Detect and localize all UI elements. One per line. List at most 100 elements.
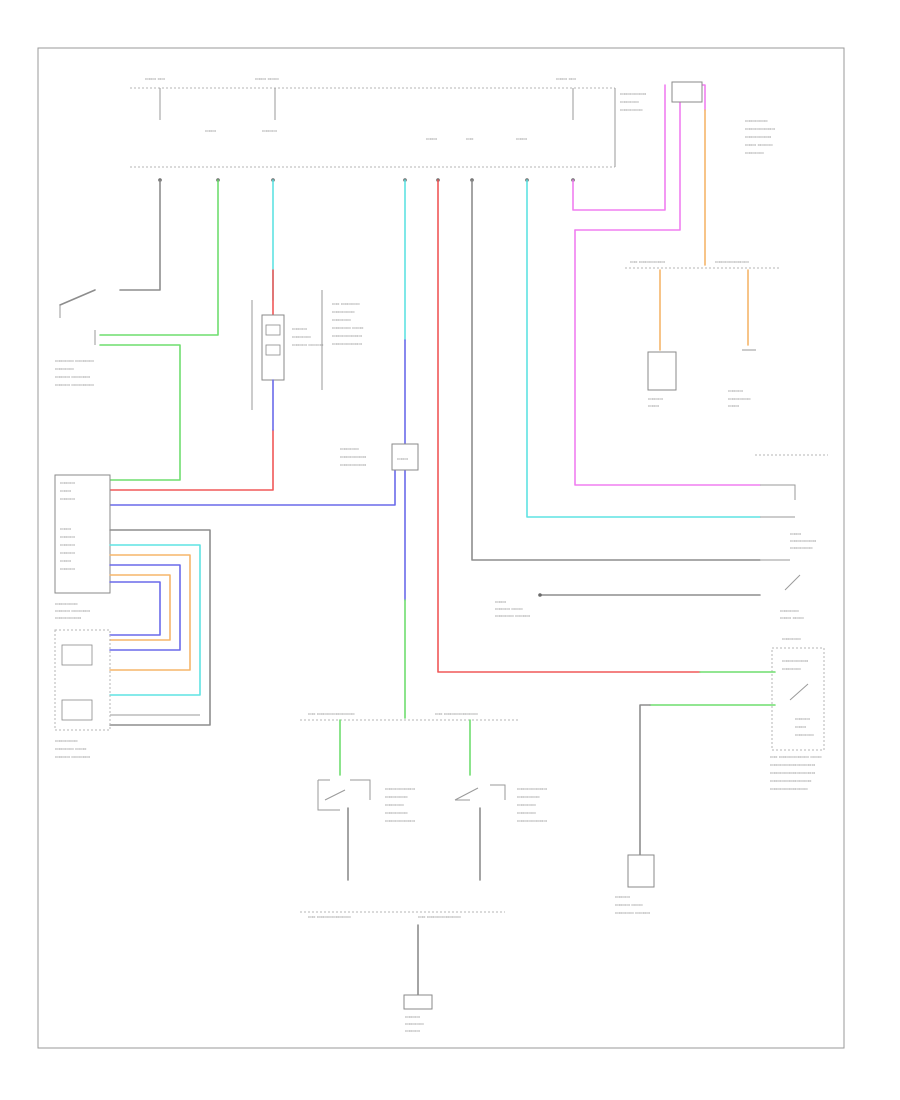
svg-text:▭▭▭▭: ▭▭▭▭	[60, 550, 75, 555]
svg-text:▭▭▭▭▭ ▭▭▭▭▭: ▭▭▭▭▭ ▭▭▭▭▭	[55, 358, 94, 363]
svg-text:▭▭▭▭▭: ▭▭▭▭▭	[780, 608, 799, 613]
svg-text:▭▭▭▭: ▭▭▭▭	[60, 534, 75, 539]
svg-text:▭▭▭▭▭: ▭▭▭▭▭	[517, 810, 536, 815]
ground-top-right: ▭▭▭▭ ▭▭▭ ▭▭▭▭ ▭▭▭▭▭▭ ▭▭▭	[647, 349, 756, 408]
svg-text:▭▭▭▭: ▭▭▭▭	[292, 326, 307, 331]
svg-text:▭▭▭▭▭▭▭▭: ▭▭▭▭▭▭▭▭	[517, 818, 547, 823]
svg-text:▭▭▭ ▭▭: ▭▭▭ ▭▭	[556, 76, 576, 81]
svg-text:▭▭▭▭▭: ▭▭▭▭▭	[405, 1021, 424, 1026]
svg-text:▭▭▭▭▭▭▭▭: ▭▭▭▭▭▭▭▭	[332, 333, 362, 338]
svg-text:▭▭▭▭: ▭▭▭▭	[728, 388, 743, 393]
svg-text:▭▭▭▭ ▭▭▭▭: ▭▭▭▭ ▭▭▭▭	[292, 342, 324, 347]
svg-text:▭▭▭▭▭▭▭▭: ▭▭▭▭▭▭▭▭	[517, 786, 547, 791]
svg-text:▭▭ ▭▭▭▭▭▭▭▭ ▭▭▭: ▭▭ ▭▭▭▭▭▭▭▭ ▭▭▭	[770, 754, 822, 759]
svg-text:▭▭▭ ▭▭▭: ▭▭▭ ▭▭▭	[780, 615, 804, 620]
svg-text:▭▭▭▭▭▭▭: ▭▭▭▭▭▭▭	[55, 615, 82, 620]
svg-text:▭▭▭▭: ▭▭▭▭	[405, 1028, 420, 1033]
svg-text:▭▭▭▭▭▭▭▭: ▭▭▭▭▭▭▭▭	[332, 341, 362, 346]
svg-text:▭▭▭▭ ▭▭▭▭▭▭: ▭▭▭▭ ▭▭▭▭▭▭	[55, 382, 94, 387]
fuse-box-terminals	[158, 178, 575, 182]
junction-connector: ▭▭▭ ▭▭▭▭▭ ▭▭▭▭▭▭▭ ▭▭▭▭▭▭▭	[340, 443, 419, 471]
cyan-blue-green-wire-center	[109, 179, 406, 719]
svg-text:▭▭ ▭▭▭▭▭▭▭▭▭: ▭▭ ▭▭▭▭▭▭▭▭▭	[418, 914, 461, 919]
svg-text:▭▭▭: ▭▭▭	[426, 136, 438, 141]
svg-text:▭▭▭▭▭: ▭▭▭▭▭	[385, 802, 404, 807]
svg-text:▭▭▭▭▭▭▭▭: ▭▭▭▭▭▭▭▭	[745, 126, 775, 131]
pink-wire	[572, 84, 761, 486]
svg-text:▭▭▭: ▭▭▭	[516, 136, 528, 141]
svg-text:▭▭▭▭▭ ▭▭▭: ▭▭▭▭▭ ▭▭▭	[332, 325, 364, 330]
svg-text:▭▭ ▭▭▭▭▭▭▭▭▭: ▭▭ ▭▭▭▭▭▭▭▭▭	[435, 711, 478, 716]
right-lower-switch: ▭▭▭▭▭ ▭▭▭▭▭▭▭ ▭▭▭▭▭ ▭▭▭▭ ▭▭▭ ▭▭▭▭▭ ▭▭ ▭▭…	[649, 636, 825, 791]
svg-text:▭▭▭▭▭▭: ▭▭▭▭▭▭	[517, 794, 540, 799]
svg-text:▭▭▭ ▭▭▭▭: ▭▭▭ ▭▭▭▭	[745, 142, 773, 147]
svg-text:▭▭▭▭▭▭▭▭▭▭▭▭: ▭▭▭▭▭▭▭▭▭▭▭▭	[770, 762, 816, 767]
svg-text:▭▭▭▭▭: ▭▭▭▭▭	[292, 334, 311, 339]
ground-lower-right: ▭▭▭▭ ▭▭▭▭ ▭▭▭ ▭▭▭▭▭ ▭▭▭▭	[615, 704, 655, 915]
svg-text:▭▭▭▭▭▭▭▭▭▭: ▭▭▭▭▭▭▭▭▭▭	[770, 786, 808, 791]
svg-text:▭▭▭▭▭: ▭▭▭▭▭	[620, 99, 639, 104]
svg-text:▭▭▭▭ ▭▭▭▭▭: ▭▭▭▭ ▭▭▭▭▭	[55, 608, 91, 613]
svg-text:▭▭▭▭: ▭▭▭▭	[405, 1014, 420, 1019]
svg-text:▭▭▭▭▭ ▭▭▭▭: ▭▭▭▭▭ ▭▭▭▭	[495, 613, 531, 618]
svg-text:▭▭▭▭▭▭: ▭▭▭▭▭▭	[55, 738, 78, 743]
svg-text:▭▭▭▭: ▭▭▭▭	[60, 542, 75, 547]
svg-text:▭▭▭▭▭: ▭▭▭▭▭	[55, 366, 74, 371]
svg-text:▭▭▭▭▭▭▭▭: ▭▭▭▭▭▭▭▭	[385, 818, 415, 823]
svg-text:▭▭▭▭: ▭▭▭▭	[648, 396, 663, 401]
svg-text:▭▭▭▭ ▭▭▭▭▭: ▭▭▭▭ ▭▭▭▭▭	[55, 374, 91, 379]
svg-text:▭▭▭▭: ▭▭▭▭	[60, 496, 75, 501]
svg-text:▭▭▭▭▭▭: ▭▭▭▭▭▭	[728, 396, 751, 401]
svg-text:▭▭▭▭▭▭▭: ▭▭▭▭▭▭▭	[782, 658, 809, 663]
svg-text:▭▭▭▭▭ ▭▭▭▭: ▭▭▭▭▭ ▭▭▭▭	[615, 910, 651, 915]
svg-text:▭▭▭: ▭▭▭	[60, 488, 72, 493]
svg-text:▭▭▭ ▭▭▭: ▭▭▭ ▭▭▭	[255, 76, 279, 81]
right-top-module: ▭▭▭▭▭▭ ▭▭▭▭▭▭▭▭ ▭▭▭▭▭▭▭ ▭▭▭ ▭▭▭▭ ▭▭▭▭▭	[671, 81, 775, 155]
svg-text:▭▭▭: ▭▭▭	[495, 599, 507, 604]
svg-text:▭▭▭▭▭▭▭: ▭▭▭▭▭▭▭	[790, 538, 817, 543]
relay: ▭▭▭▭ ▭▭▭▭▭ ▭▭▭▭ ▭▭▭▭ ▭▭ ▭▭▭▭▭ ▭▭▭▭▭▭ ▭▭▭…	[251, 290, 364, 410]
svg-text:▭▭▭▭▭▭▭▭▭▭▭▭: ▭▭▭▭▭▭▭▭▭▭▭▭	[770, 770, 816, 775]
svg-text:▭▭ ▭▭▭▭▭: ▭▭ ▭▭▭▭▭	[332, 301, 360, 306]
svg-text:▭▭▭: ▭▭▭	[728, 403, 740, 408]
svg-text:▭▭▭: ▭▭▭	[60, 558, 72, 563]
switch-left: ▭▭▭▭▭▭▭▭ ▭▭▭▭▭▭ ▭▭▭▭▭ ▭▭▭▭▭▭ ▭▭▭▭▭▭▭▭	[317, 719, 415, 881]
svg-text:▭▭▭▭: ▭▭▭▭	[60, 480, 75, 485]
svg-text:▭▭▭▭▭: ▭▭▭▭▭	[782, 666, 801, 671]
svg-text:▭▭▭▭: ▭▭▭▭	[615, 894, 630, 899]
svg-text:▭▭▭▭▭▭▭: ▭▭▭▭▭▭▭	[620, 91, 647, 96]
svg-text:▭▭▭▭▭▭: ▭▭▭▭▭▭	[385, 810, 408, 815]
svg-text:▭▭▭ ▭▭: ▭▭▭ ▭▭	[145, 76, 165, 81]
svg-text:▭▭▭▭▭ ▭▭▭: ▭▭▭▭▭ ▭▭▭	[55, 746, 87, 751]
svg-text:▭▭▭▭▭▭▭: ▭▭▭▭▭▭▭	[340, 454, 367, 459]
svg-text:▭▭▭▭▭: ▭▭▭▭▭	[745, 150, 764, 155]
svg-text:▭▭▭▭▭▭▭▭▭▭▭: ▭▭▭▭▭▭▭▭▭▭▭	[770, 778, 812, 783]
svg-text:▭▭▭▭▭▭: ▭▭▭▭▭▭	[790, 545, 813, 550]
svg-text:▭▭▭▭▭▭▭: ▭▭▭▭▭▭▭	[340, 462, 367, 467]
svg-text:▭▭▭▭: ▭▭▭▭	[262, 128, 277, 133]
orange-wire-top-right: ▭▭ ▭▭▭▭▭▭▭ ▭▭▭▭▭▭▭▭▭	[625, 109, 780, 351]
svg-text:▭▭▭: ▭▭▭	[648, 403, 660, 408]
svg-text:▭▭▭: ▭▭▭	[60, 526, 72, 531]
svg-text:▭▭ ▭▭▭▭▭▭▭▭▭▭: ▭▭ ▭▭▭▭▭▭▭▭▭▭	[308, 711, 355, 716]
bottom-ground-bus: ▭▭ ▭▭▭▭▭▭▭▭▭ ▭▭ ▭▭▭▭▭▭▭▭▭ ▭▭▭▭ ▭▭▭▭▭ ▭▭▭…	[300, 911, 505, 1033]
svg-text:▭▭: ▭▭	[466, 136, 474, 141]
svg-text:▭▭▭▭▭: ▭▭▭▭▭	[795, 732, 814, 737]
sensor-bundle	[109, 529, 211, 726]
diagram-frame	[37, 47, 845, 1049]
svg-text:▭▭▭▭▭▭▭▭: ▭▭▭▭▭▭▭▭	[385, 786, 415, 791]
svg-text:▭▭ ▭▭▭▭▭▭▭▭▭: ▭▭ ▭▭▭▭▭▭▭▭▭	[308, 914, 351, 919]
red-wire-relay	[109, 269, 274, 491]
svg-text:▭▭▭▭▭▭: ▭▭▭▭▭▭	[55, 601, 78, 606]
svg-text:▭▭▭: ▭▭▭	[790, 531, 802, 536]
svg-text:▭▭ ▭▭▭▭▭▭▭: ▭▭ ▭▭▭▭▭▭▭	[630, 259, 666, 264]
svg-text:▭▭▭▭▭: ▭▭▭▭▭	[782, 636, 801, 641]
svg-text:▭▭▭: ▭▭▭	[397, 456, 409, 461]
green-wire	[99, 179, 219, 481]
svg-text:▭▭▭▭▭▭: ▭▭▭▭▭▭	[620, 107, 643, 112]
svg-text:▭▭▭▭▭▭▭: ▭▭▭▭▭▭▭	[745, 134, 772, 139]
svg-text:▭▭▭▭▭▭: ▭▭▭▭▭▭	[385, 794, 408, 799]
control-unit: ▭▭▭▭ ▭▭▭ ▭▭▭▭ ▭▭▭ ▭▭▭▭ ▭▭▭▭ ▭▭▭▭ ▭▭▭ ▭▭▭…	[54, 474, 111, 620]
svg-text:▭▭▭▭▭: ▭▭▭▭▭	[517, 802, 536, 807]
